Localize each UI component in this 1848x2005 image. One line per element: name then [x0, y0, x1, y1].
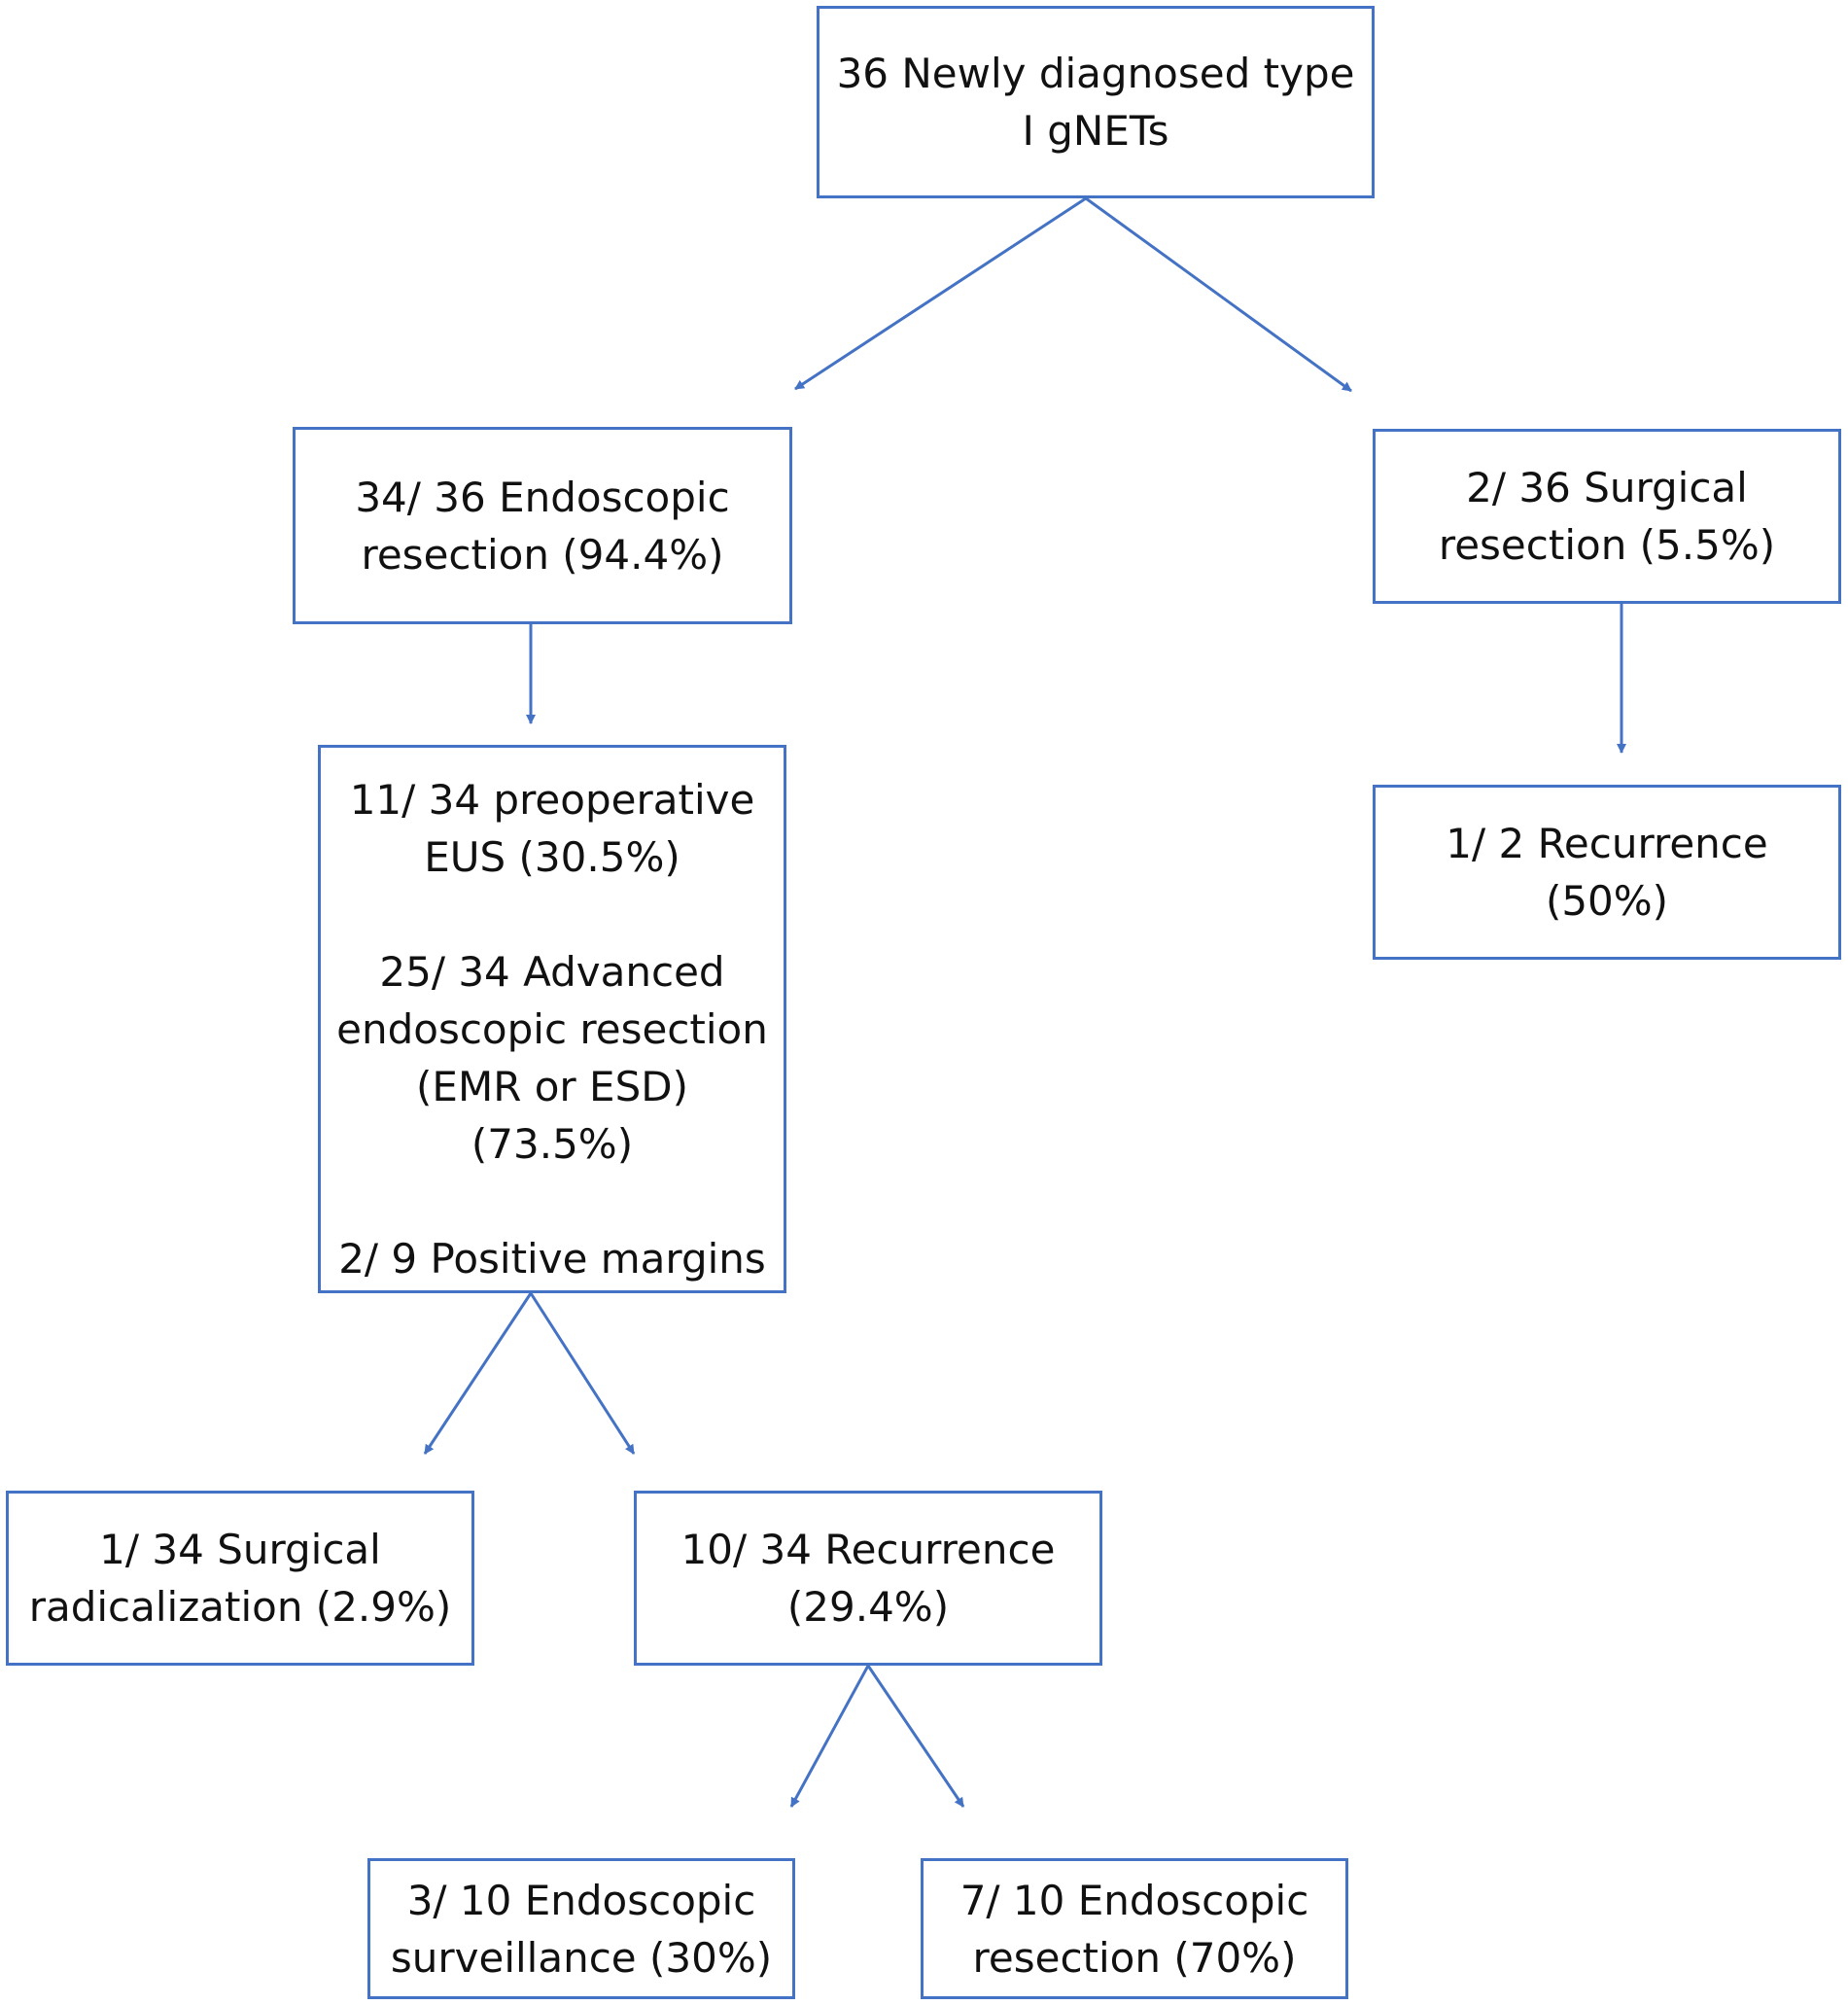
node-endoscopic-re-resection: 7/ 10 Endoscopic resection (70%)	[921, 1858, 1348, 1999]
node-newly-diagnosed: 36 Newly diagnosed type I gNETs	[817, 6, 1375, 198]
arrow-recurrence-to-surveillance	[789, 1665, 870, 1808]
node-endoscopic-details: 11/ 34 preoperative EUS (30.5%) 25/ 34 A…	[318, 745, 786, 1293]
node-surgical-recurrence: 1/ 2 Recurrence (50%)	[1373, 785, 1841, 960]
node-text-line: 7/ 10 Endoscopic	[959, 1876, 1309, 1924]
advanced-resection-line: 25/ 34 Advanced	[379, 948, 725, 996]
node-text-line: 1/ 34 Surgical	[99, 1526, 381, 1573]
node-text-line: resection (94.4%)	[361, 530, 724, 579]
node-text-line: (29.4%)	[786, 1583, 950, 1631]
node-text-line: resection (70%)	[972, 1933, 1297, 1982]
arrow-details-to-radicalization	[423, 1292, 533, 1455]
node-endoscopic-recurrence: 10/ 34 Recurrence (29.4%)	[634, 1491, 1102, 1666]
arrow-details-to-recurrence	[529, 1292, 636, 1455]
node-text-line: 1/ 2 Recurrence	[1446, 820, 1768, 867]
eus-line: EUS (30.5%)	[424, 833, 680, 881]
node-text-line: surveillance (30%)	[390, 1933, 773, 1982]
node-endoscopic-resection: 34/ 36 Endoscopic resection (94.4%)	[293, 427, 792, 624]
node-text-line: radicalization (2.9%)	[28, 1583, 452, 1631]
arrow-recurrence-to-resection	[866, 1665, 965, 1808]
node-text-line: 36 Newly diagnosed type	[836, 50, 1355, 97]
node-text-line: 3/ 10 Endoscopic	[406, 1876, 756, 1924]
node-text-line: I gNETs	[1022, 107, 1169, 155]
eus-line: 11/ 34 preoperative	[349, 776, 755, 824]
node-text-line: 34/ 36 Endoscopic	[355, 473, 730, 521]
arrow-root-to-endoscopic	[794, 196, 1087, 391]
advanced-resection-line: (EMR or ESD)	[416, 1063, 688, 1110]
node-text-line: resection (5.5%)	[1438, 521, 1776, 569]
node-endoscopic-surveillance: 3/ 10 Endoscopic surveillance (30%)	[367, 1858, 795, 1999]
node-text-line: (50%)	[1545, 877, 1669, 925]
advanced-resection-line: (73.5%)	[471, 1120, 634, 1168]
node-text-line: 2/ 36 Surgical	[1466, 464, 1748, 511]
advanced-resection-line: endoscopic resection	[336, 1005, 768, 1053]
node-surgical-resection: 2/ 36 Surgical resection (5.5%)	[1373, 429, 1841, 604]
positive-margins-line: 2/ 9 Positive margins	[338, 1235, 766, 1283]
node-text-line: 10/ 34 Recurrence	[680, 1526, 1056, 1573]
arrow-root-to-surgical	[1085, 196, 1352, 393]
node-surgical-radicalization: 1/ 34 Surgical radicalization (2.9%)	[6, 1491, 474, 1666]
